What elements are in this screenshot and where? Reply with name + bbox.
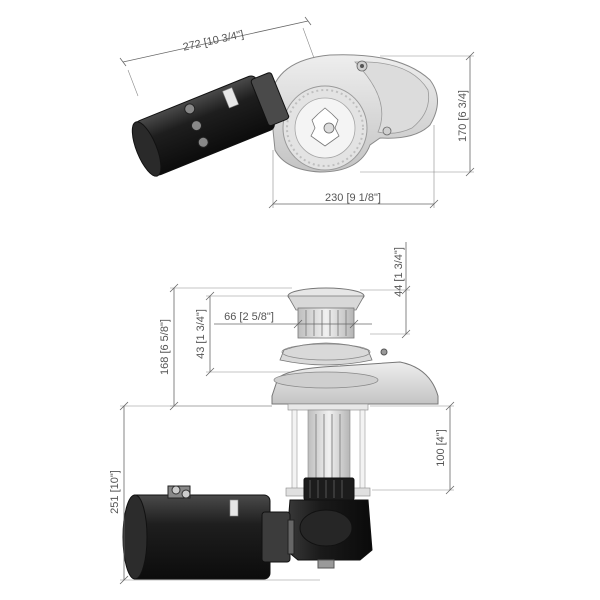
dim-170: 170 [6 3/4] (360, 51, 475, 177)
top-view-motor (131, 72, 290, 177)
top-view-casting (269, 54, 438, 173)
dim-168-label: 168 [6 5/8"] (159, 319, 171, 375)
side-view: 44 [1 3/4"] 66 [2 5/8"] 43 [1 3/4"] 168 … (109, 242, 455, 585)
dim-170-label: 170 [6 3/4] (457, 90, 469, 142)
dim-66-label: 66 [2 5/8"] (224, 311, 274, 323)
dim-100: 100 [4"] (370, 401, 455, 495)
dim-251-label: 251 [10"] (109, 470, 121, 514)
dim-230-label: 230 [9 1/8"] (325, 192, 381, 204)
dim-66: 66 [2 5/8"] (214, 311, 372, 329)
dim-44: 44 [1 3/4"] (360, 242, 411, 339)
dim-168: 168 [6 5/8"] (159, 283, 292, 411)
side-view-gearbox (285, 477, 373, 569)
dim-272-label: 272 [10 3/4"] (182, 29, 245, 54)
dim-44-label: 44 [1 3/4"] (393, 247, 405, 297)
top-view: 272 [10 3/4"] 170 [6 3/4] 230 [9 1/8"] (119, 16, 475, 209)
side-view-gypsy (279, 287, 373, 366)
dim-43-label: 43 [1 3/4"] (195, 309, 207, 359)
dim-100-label: 100 [4"] (435, 429, 447, 467)
dim-230: 230 [9 1/8"] (268, 125, 439, 209)
dim-43: 43 [1 3/4"] (195, 291, 290, 377)
side-view-motor (122, 485, 295, 580)
dim-251: 251 [10"] (109, 401, 320, 585)
side-view-casting (271, 348, 439, 405)
